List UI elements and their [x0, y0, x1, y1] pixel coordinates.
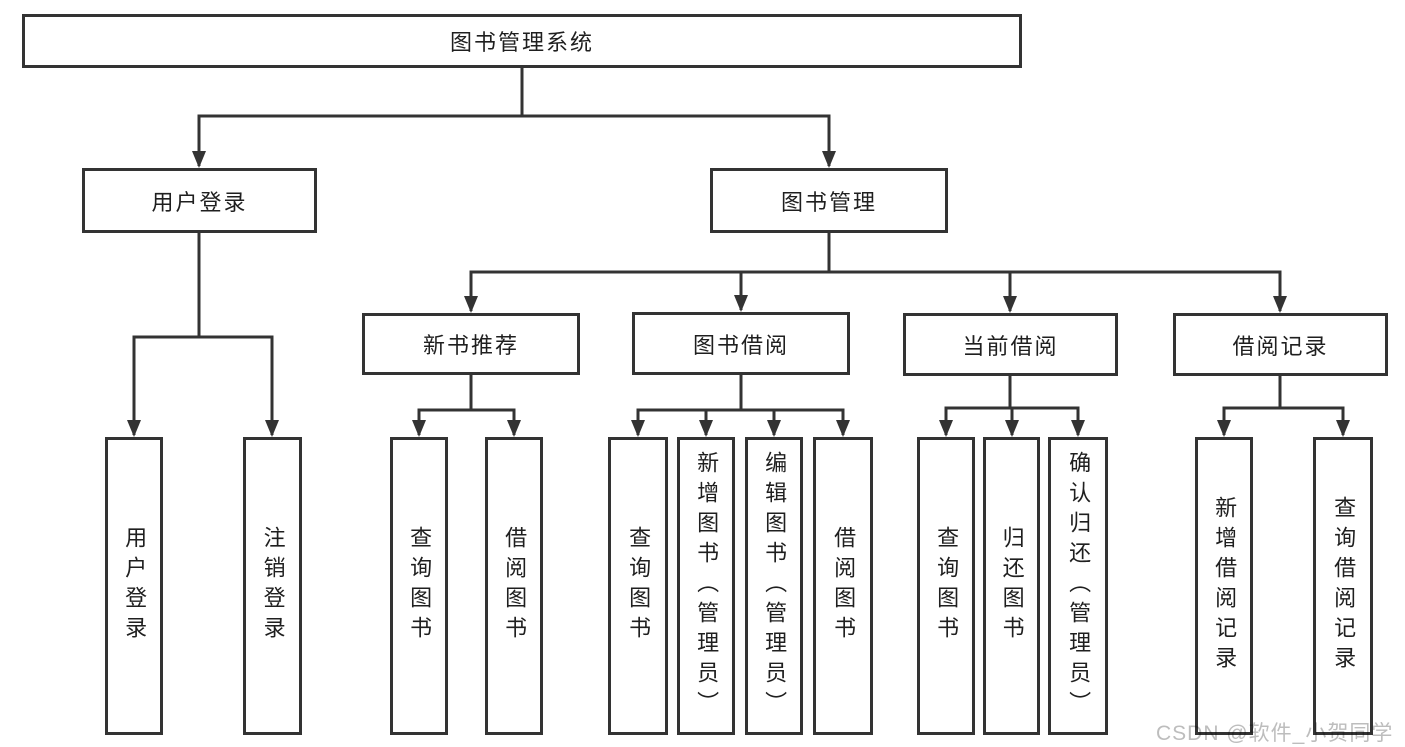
leaf-records-add-record: 新增借阅记录: [1195, 437, 1253, 735]
node-current-borrowing-label: 当前借阅: [962, 333, 1059, 359]
node-borrow-records: 借阅记录: [1173, 313, 1388, 376]
leaf-borrow-add-books-admin: 新增图书（管理员）: [677, 437, 735, 735]
node-new-book-recommend-label: 新书推荐: [422, 333, 519, 358]
node-book-borrowing: 图书借阅: [632, 312, 850, 375]
leaf-logout: 注销登录: [243, 437, 302, 735]
node-book-borrowing-label: 图书借阅: [692, 332, 789, 358]
leaf-borrow-borrow-books: 借阅图书: [813, 437, 873, 735]
connector-book-management-children: [464, 231, 1287, 313]
leaf-newrec-borrow-books: 借阅图书: [485, 437, 543, 735]
leaf-current-query-books: 查询图书: [917, 437, 975, 735]
connector-book-borrowing-children: [631, 373, 850, 437]
node-borrow-records-label: 借阅记录: [1232, 333, 1329, 359]
node-root: 图书管理系统: [22, 14, 1022, 68]
connector-current-borrowing-children: [939, 374, 1085, 437]
leaf-current-return-books: 归还图书: [983, 437, 1040, 735]
node-user-login-label: 用户登录: [151, 189, 248, 215]
leaf-current-confirm-return-admin: 确认归还（管理员）: [1048, 437, 1108, 735]
node-book-management: 图书管理: [710, 168, 948, 233]
leaf-user-login: 用户登录: [105, 437, 163, 735]
leaf-records-query-record: 查询借阅记录: [1313, 437, 1373, 735]
connector-borrow-records-children: [1217, 374, 1350, 437]
node-root-label: 图书管理系统: [449, 30, 594, 55]
node-current-borrowing: 当前借阅: [903, 313, 1118, 376]
leaf-borrow-edit-books-admin: 编辑图书（管理员）: [745, 437, 803, 735]
connector-root-to-level2: [192, 66, 836, 168]
node-new-book-recommend: 新书推荐: [362, 313, 580, 375]
connector-new-book-children: [412, 373, 521, 437]
csdn-watermark: CSDN @软件_小贺同学: [1156, 722, 1394, 745]
leaf-newrec-query-books: 查询图书: [390, 437, 448, 735]
node-user-login: 用户登录: [82, 168, 317, 233]
leaf-borrow-query-books: 查询图书: [608, 437, 668, 735]
connector-user-login-children: [127, 231, 279, 437]
node-book-management-label: 图书管理: [780, 189, 877, 215]
